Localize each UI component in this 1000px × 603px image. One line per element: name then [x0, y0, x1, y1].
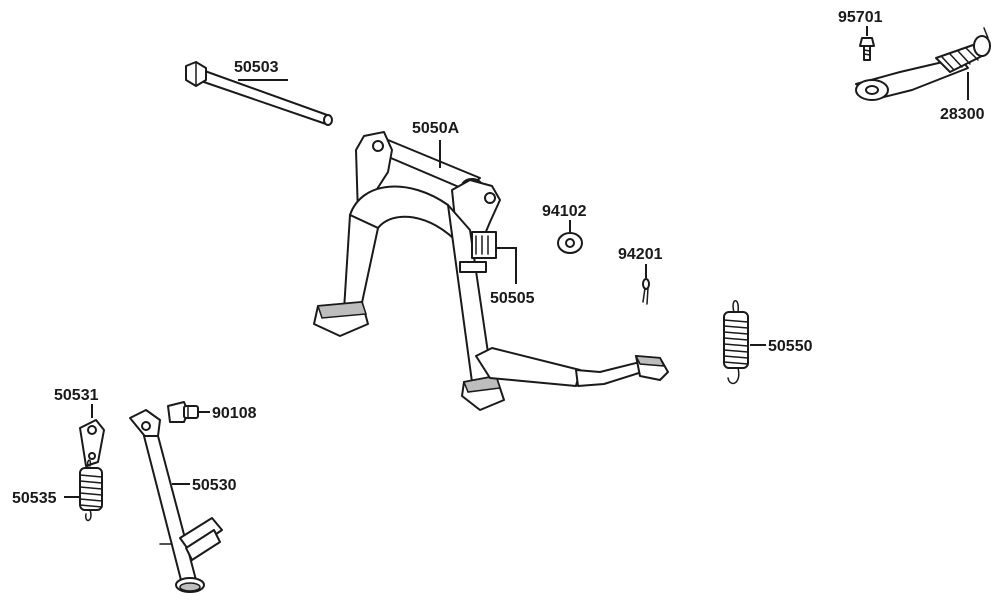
kick-lever-part — [855, 27, 991, 101]
bolt-part — [167, 401, 199, 423]
label-side-stand-spring: 50535 — [12, 490, 57, 507]
cotter-pin-part — [642, 278, 650, 305]
label-stand-stopper: 50505 — [490, 290, 535, 307]
label-washer: 94102 — [542, 203, 587, 220]
main-stand-spring-part — [723, 300, 749, 385]
washer-part — [557, 232, 583, 254]
label-screw: 95701 — [838, 9, 883, 26]
label-bolt: 90108 — [212, 405, 257, 422]
axle-part — [185, 61, 333, 126]
side-stand-spring-part — [79, 459, 103, 522]
leader-stopper — [496, 247, 517, 284]
label-main-stand-spring: 50550 — [768, 338, 813, 355]
label-cotter-pin: 94201 — [618, 246, 663, 263]
side-stand-part — [129, 409, 223, 593]
screw-part — [859, 37, 875, 61]
side-stand-bracket-part — [79, 419, 105, 467]
label-main-stand: 5050A — [412, 120, 460, 137]
label-axle: 50503 — [234, 59, 279, 76]
main-stand-part — [313, 131, 669, 411]
label-side-stand: 50530 — [192, 477, 237, 494]
label-side-stand-bracket: 50531 — [54, 387, 99, 404]
label-kick-lever: 28300 — [940, 106, 985, 123]
